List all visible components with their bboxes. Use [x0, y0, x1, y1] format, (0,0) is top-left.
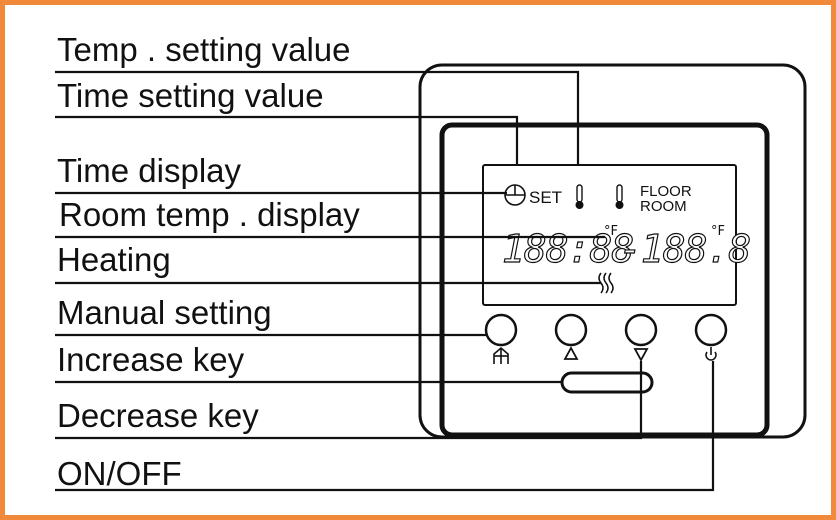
- power-button[interactable]: [694, 313, 728, 347]
- set-thermometer-icon: [575, 184, 584, 209]
- temp-setting-line: [55, 70, 580, 165]
- on-off-line: [55, 361, 715, 492]
- hand-icon: [493, 346, 509, 364]
- time-setting-line: [55, 115, 519, 165]
- down-triangle-icon: [633, 348, 649, 362]
- callout-lines: [55, 70, 715, 492]
- manual-setting-button[interactable]: [484, 313, 518, 347]
- lcd-set-text: SET: [529, 188, 562, 207]
- label-room-temp-display: Room temp . display: [59, 196, 360, 233]
- bottom-pill-slot: [560, 371, 654, 394]
- lcd-screen: [482, 164, 737, 306]
- floor-thermometer-icon: [615, 184, 624, 209]
- increase-button[interactable]: [554, 313, 588, 347]
- lcd-temp-digits: -188.8: [619, 227, 750, 271]
- label-time-setting: Time setting value: [57, 77, 324, 114]
- clock-icon: [504, 184, 526, 206]
- label-temp-setting: Temp . setting value: [57, 31, 351, 68]
- thermostat-diagram: SET FLOOR ROOM 188:88 °F -188.8 °F: [55, 31, 807, 492]
- lcd-room-text: ROOM: [640, 198, 687, 215]
- lcd-floor-text: FLOOR: [640, 183, 692, 200]
- label-time-display: Time display: [57, 152, 241, 189]
- label-increase-key: Increase key: [57, 341, 245, 378]
- label-decrease-key: Decrease key: [57, 397, 259, 434]
- lcd-time-unit: °F: [604, 224, 618, 239]
- up-triangle-icon: [563, 346, 579, 360]
- label-manual-setting: Manual setting: [57, 294, 272, 331]
- lcd-temp-unit: °F: [711, 224, 725, 239]
- decrease-key-line: [55, 361, 643, 440]
- thermostat-inner-bezel: [439, 122, 770, 438]
- decrease-button[interactable]: [624, 313, 658, 347]
- label-heating: Heating: [57, 241, 171, 278]
- label-on-off: ON/OFF: [57, 455, 182, 492]
- heating-waves-icon: [598, 272, 614, 294]
- power-icon: [705, 347, 717, 361]
- lcd-time-digits: 188:88: [502, 227, 633, 271]
